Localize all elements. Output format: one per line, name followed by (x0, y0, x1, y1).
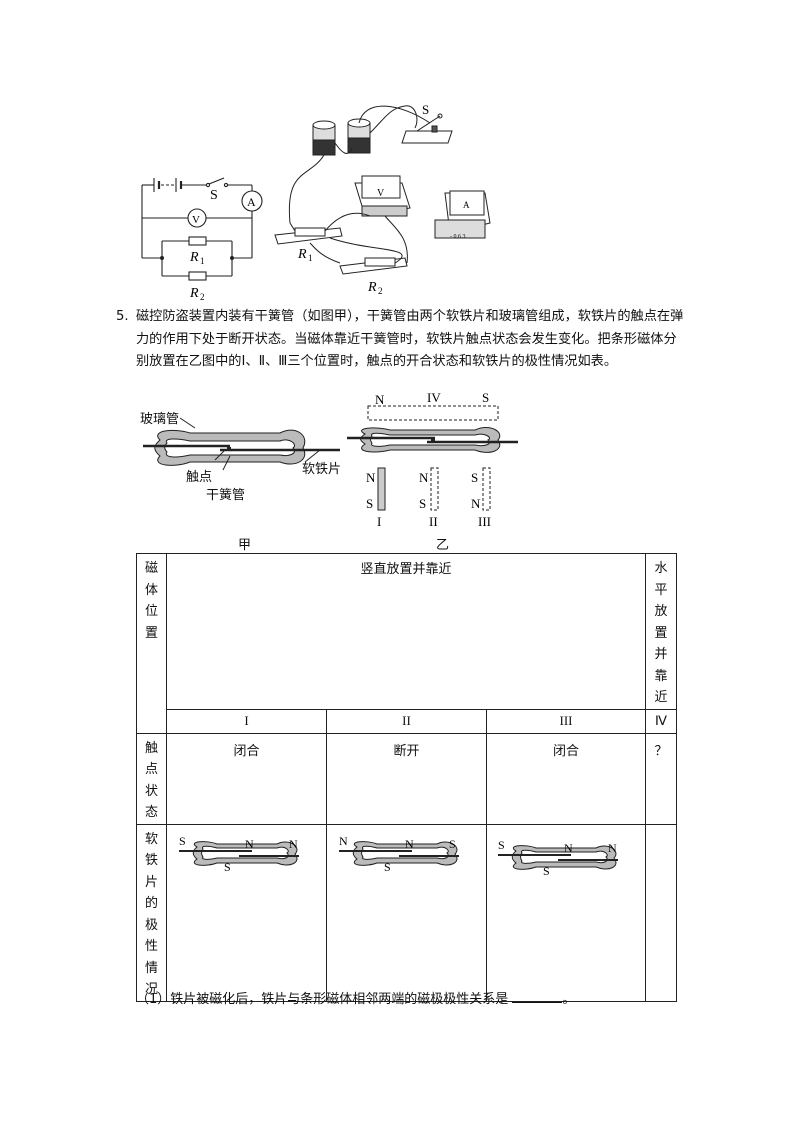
reed-tube-label: 干簧管 (206, 488, 246, 503)
position-iii: III (486, 708, 646, 734)
r1-subscript: 1 (200, 256, 205, 266)
magnet-1-top: N (366, 470, 376, 485)
voltmeter-label: V (192, 214, 200, 226)
contact-state-iii: 闭合 (486, 732, 646, 825)
polarity-cell-i: S N S N (166, 823, 327, 1002)
question-text: 磁控防盗装置内装有干簧管（如图甲），干簧管由两个软铁片和玻璃管组成，软铁片的触点… (136, 309, 684, 369)
magnet-2-label: II (429, 514, 438, 529)
svg-text:S: S (498, 838, 505, 852)
figure-yi-magnet-positions: N IV S N S I N S II S N III (347, 390, 518, 529)
position-iv: Ⅳ (645, 708, 677, 734)
figure-jia-caption: 甲 (238, 538, 252, 553)
question-number: 5. (116, 309, 129, 324)
photo-switch-label: S (422, 102, 429, 117)
svg-text:N: N (245, 837, 254, 851)
magnet-2-bottom: S (419, 496, 426, 511)
sub-question-end: 。 (562, 992, 576, 1007)
svg-text:N: N (339, 834, 348, 848)
header-contact-state: 触点状态 (136, 732, 167, 825)
photo-r1-subscript: 1 (308, 253, 313, 263)
figure-yi-caption: 乙 (436, 538, 450, 553)
top-magnet-n: N (375, 392, 385, 407)
reed-polarity-i: S N S N (178, 834, 299, 874)
ammeter-face-letter: A (463, 200, 470, 210)
polarity-cell-iv (645, 823, 677, 1002)
soft-iron-label: 软铁片 (302, 462, 342, 477)
sub-question-text: （1）铁片被磁化后，铁片与条形磁体相邻两端的磁极极性关系是 (136, 992, 509, 1007)
r2-label: R (189, 286, 199, 300)
header-vertical: 竖直放置并靠近 (166, 553, 646, 710)
contact-state-ii: 断开 (326, 732, 487, 825)
svg-text:N: N (564, 841, 573, 855)
svg-text:N: N (289, 837, 298, 851)
polarity-cell-iii: S N S N (486, 823, 646, 1002)
magnet-3-bottom: N (471, 496, 481, 511)
r1-label: R (189, 250, 199, 265)
polarity-cell-ii: N N S S (326, 823, 487, 1002)
magnet-1-bottom: S (366, 496, 373, 511)
top-magnet-iv: IV (427, 390, 441, 405)
header-horizontal: 水平放置并靠近 (645, 553, 677, 710)
position-i: I (166, 708, 327, 734)
photo-r1-label: R (297, 247, 307, 262)
svg-text:S: S (449, 837, 456, 851)
header-magnet-position: 磁体位置 (136, 553, 167, 734)
header-polarity: 软铁片的极性情况 (136, 823, 167, 1002)
top-magnet-s: S (482, 390, 489, 405)
contact-state-i: 闭合 (166, 732, 327, 825)
circuit-illustration: S V A - 0.6 3 R 1 R 2 (274, 102, 491, 296)
svg-text:S: S (224, 860, 231, 874)
circuit-schematic: S A V R 1 R 2 (141, 177, 263, 300)
contact-state-iv: ？ (645, 732, 677, 825)
svg-text:N: N (608, 841, 617, 855)
results-table: 磁体位置 竖直放置并靠近 水平放置并靠近 I II III Ⅳ 触点状态 闭合 … (136, 553, 677, 1002)
ammeter-label: A (247, 195, 256, 209)
svg-text:S: S (179, 834, 186, 848)
voltmeter-face-letter: V (377, 188, 385, 199)
reed-polarity-iii: S N S N (498, 838, 618, 878)
ammeter-scale-text: - 0.6 3 (450, 234, 466, 240)
contact-label: 触点 (186, 470, 213, 485)
sub-question-1: （1）铁片被磁化后，铁片与条形磁体相邻两端的磁极极性关系是 。 (136, 988, 575, 1007)
photo-r2-subscript: 2 (378, 286, 383, 296)
magnet-3-top: S (471, 470, 478, 485)
svg-text:S: S (543, 864, 550, 878)
svg-text:N: N (405, 837, 414, 851)
reed-polarity-ii: N N S S (338, 834, 459, 874)
glass-tube-label: 玻璃管 (140, 412, 180, 427)
r2-subscript: 2 (200, 292, 205, 300)
magnet-3-label: III (478, 514, 491, 529)
question-5: 5. 磁控防盗装置内装有干簧管（如图甲），干簧管由两个软铁片和玻璃管组成，软铁片… (116, 306, 686, 374)
figure-jia-reed-switch (143, 417, 340, 471)
answer-blank[interactable] (512, 990, 563, 1003)
photo-r2-label: R (367, 280, 377, 295)
position-ii: II (326, 708, 487, 734)
switch-label: S (210, 188, 218, 203)
svg-text:S: S (384, 860, 391, 874)
magnet-1-label: I (377, 514, 381, 529)
magnet-2-top: N (419, 470, 429, 485)
